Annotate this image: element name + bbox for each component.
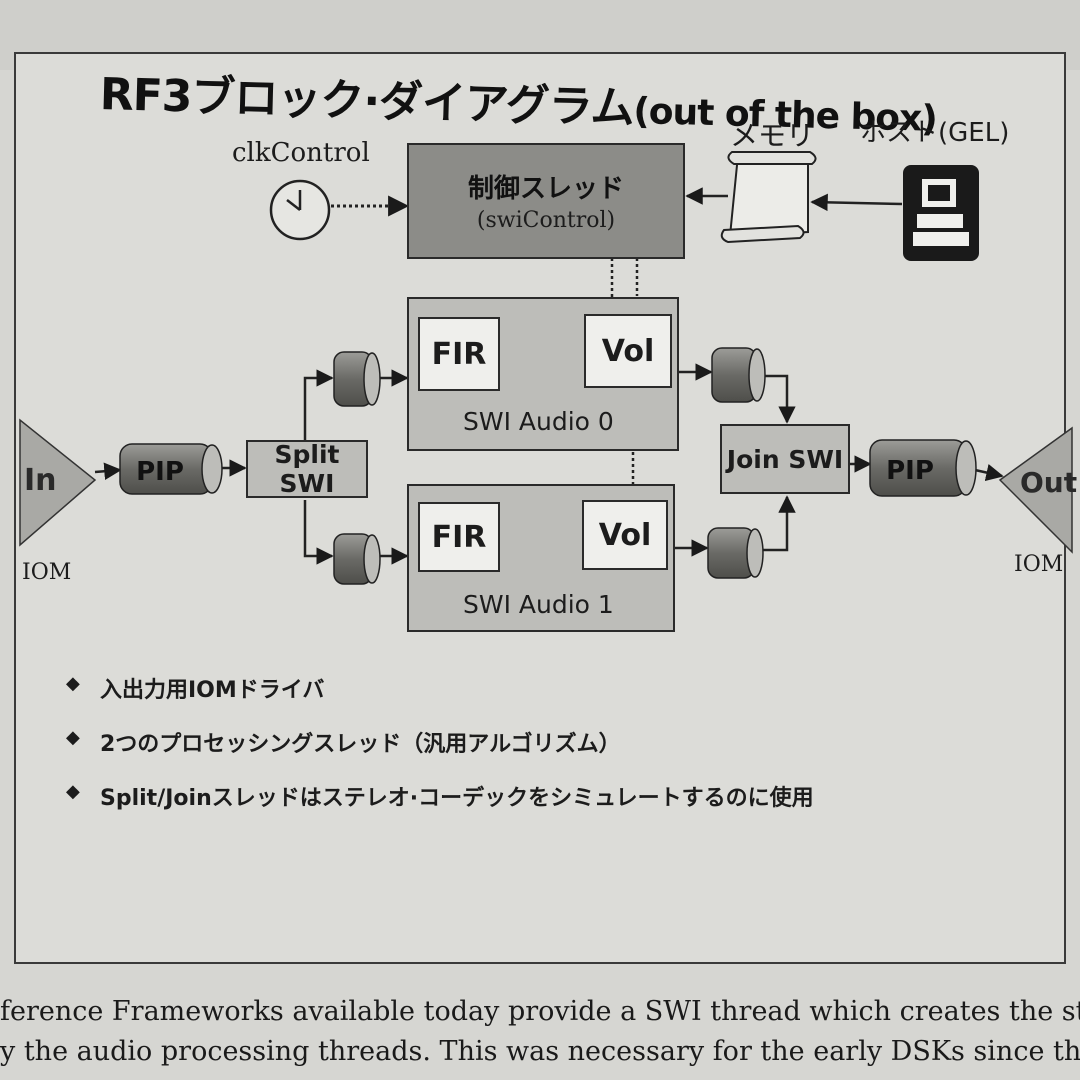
page-text-line: y the audio processing threads. This was… xyxy=(0,1036,1080,1067)
queue-cylinder-out-1 xyxy=(707,527,764,579)
control-thread-sub: (swiControl) xyxy=(476,207,616,233)
clock-icon xyxy=(269,179,331,241)
fir-1-label: FIR xyxy=(431,519,487,555)
queue0-to-join-line xyxy=(765,374,796,424)
bullet-list: ◆入出力用IOMドライバ ◆2つのプロセッシングスレッド（汎用アルゴリズム） ◆… xyxy=(66,672,814,834)
join-swi-label: Join SWI xyxy=(726,444,844,474)
swi-audio-1-label: SWI Audio 1 xyxy=(463,590,614,619)
control-thread-block: 制御スレッド (swiControl) xyxy=(407,143,685,259)
queue1-to-join-line xyxy=(763,495,796,552)
queue-cylinder-in-1 xyxy=(333,533,381,585)
host-computer-icon xyxy=(903,165,979,261)
queue-cylinder-in-0 xyxy=(333,351,381,407)
host-to-memory-arrow xyxy=(810,193,903,212)
iom-out-label: IOM xyxy=(1014,552,1064,577)
bullet-item: ◆2つのプロセッシングスレッド（汎用アルゴリズム） xyxy=(66,727,621,757)
split-swi-block: Split SWI xyxy=(246,440,368,498)
queue-cylinder-out-0 xyxy=(711,347,766,403)
split-swi-label: Split SWI xyxy=(274,440,340,498)
fir-0-label: FIR xyxy=(431,336,487,372)
swi-audio-0-label: SWI Audio 0 xyxy=(463,407,614,436)
split-to-queue1-line xyxy=(303,500,334,565)
diamond-bullet-icon: ◆ xyxy=(66,673,80,694)
pip-out-label: PIP xyxy=(886,456,934,486)
host-label: ホスト(GEL) xyxy=(860,118,1010,148)
out-label: Out xyxy=(1020,466,1077,499)
vol-0-label: Vol xyxy=(601,333,655,369)
join-swi-block: Join SWI xyxy=(720,424,850,494)
fir-1-block: FIR xyxy=(418,502,500,572)
control-thread-label: 制御スレッド xyxy=(467,173,624,204)
vol-1-label: Vol xyxy=(598,517,652,553)
in-port-triangle xyxy=(19,418,97,547)
vol-0-block: Vol xyxy=(584,314,672,388)
bullet-item: ◆Split/Joinスレッドはステレオ·コーデックをシミュレートするのに使用 xyxy=(66,781,814,811)
in-label: In xyxy=(24,463,57,498)
pip-in-label: PIP xyxy=(136,457,184,487)
pip-to-out-arrow xyxy=(974,464,1004,482)
pip-cylinder-out: PIP xyxy=(869,439,977,497)
out-port-triangle xyxy=(998,426,1073,554)
clk-control-label: clkControl xyxy=(232,138,370,168)
memory-label: メモリ xyxy=(730,119,815,152)
diamond-bullet-icon: ◆ xyxy=(66,727,80,748)
fir-0-block: FIR xyxy=(418,317,500,391)
split-to-queue0-line xyxy=(303,369,334,440)
in-to-pip-arrow xyxy=(94,462,122,480)
iom-in-label: IOM xyxy=(22,560,72,585)
bullet-item: ◆入出力用IOMドライバ xyxy=(66,673,325,703)
vol-1-block: Vol xyxy=(582,500,668,570)
page-text-line: ference Frameworks available today provi… xyxy=(0,996,1080,1027)
page-body-text: ference Frameworks available today provi… xyxy=(0,992,1080,1072)
memory-scroll-icon xyxy=(720,151,817,244)
pip-cylinder-in: PIP xyxy=(119,443,223,495)
diamond-bullet-icon: ◆ xyxy=(66,781,80,802)
